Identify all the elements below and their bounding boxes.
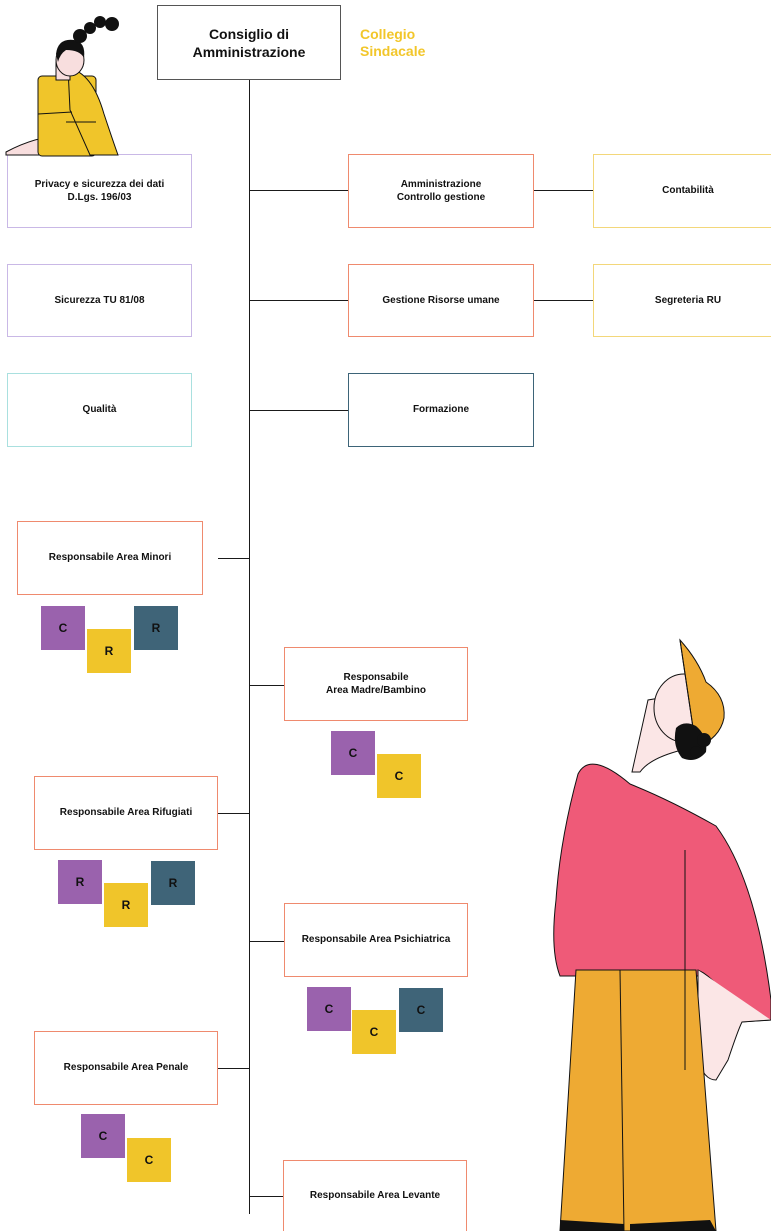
area-madre-bambino-tile-2: C [377,754,421,798]
quality-box: Qualità [7,373,192,447]
area-madre-bambino-tile-1: C [331,731,375,775]
area-psichiatrica-tile-1: C [307,987,351,1031]
area-psichiatrica-box: Responsabile Area Psichiatrica [284,903,468,977]
area-madre-bambino-box: Responsabile Area Madre/Bambino [284,647,468,721]
area-penale-box: Responsabile Area Penale [34,1031,218,1105]
area-levante-label: Responsabile Area Levante [309,1190,441,1202]
area-penale-label: Responsabile Area Penale [63,1062,189,1074]
accounting-box: Contabilità [593,154,771,228]
area-rifugiati-label: Responsabile Area Rifugiati [59,807,193,819]
man-standing-illustration [553,638,771,1231]
privacy-label: Privacy e sicurezza dei dati D.Lgs. 196/… [34,178,165,204]
connector [249,300,349,301]
connector [218,1068,249,1069]
connector [249,685,284,686]
area-minori-tile-2: R [87,629,131,673]
training-box: Formazione [348,373,534,447]
area-penale-tile-2: C [127,1138,171,1182]
area-minori-tile-1: C [41,606,85,650]
safety-label: Sicurezza TU 81/08 [54,294,145,306]
area-rifugiati-tile-3: R [151,861,195,905]
connector [249,1196,284,1197]
hr-label: Gestione Risorse umane [382,294,500,306]
administration-box: Amministrazione Controllo gestione [348,154,534,228]
board-of-directors-label: Consiglio di Amministrazione [192,25,306,60]
area-psichiatrica-tile-3: C [399,988,443,1032]
area-minori-label: Responsabile Area Minori [48,552,172,564]
connector [249,941,284,942]
hr-secretariat-label: Segreteria RU [654,294,722,306]
area-minori-box: Responsabile Area Minori [17,521,203,595]
training-label: Formazione [412,404,470,416]
connector [249,190,349,191]
collegio-sindacale-label: Collegio Sindacale [360,26,426,59]
administration-label: Amministrazione Controllo gestione [396,178,486,204]
connector [534,300,593,301]
area-levante-box: Responsabile Area Levante [283,1160,467,1231]
area-madre-bambino-label: Responsabile Area Madre/Bambino [325,671,427,697]
area-rifugiati-tile-1: R [58,860,102,904]
area-minori-tile-3: R [134,606,178,650]
woman-sitting-illustration [5,16,119,157]
connector [249,410,349,411]
area-rifugiati-box: Responsabile Area Rifugiati [34,776,218,850]
area-psichiatrica-label: Responsabile Area Psichiatrica [301,934,451,946]
hr-box: Gestione Risorse umane [348,264,534,337]
org-spine [249,80,250,1214]
hr-secretariat-box: Segreteria RU [593,264,771,337]
area-penale-tile-1: C [81,1114,125,1158]
privacy-box: Privacy e sicurezza dei dati D.Lgs. 196/… [7,154,192,228]
board-of-directors-box: Consiglio di Amministrazione [157,5,341,80]
connector [218,813,249,814]
safety-box: Sicurezza TU 81/08 [7,264,192,337]
accounting-label: Contabilità [662,185,714,197]
area-psichiatrica-tile-2: C [352,1010,396,1054]
connector [218,558,249,559]
quality-label: Qualità [82,404,117,416]
area-rifugiati-tile-2: R [104,883,148,927]
connector [534,190,593,191]
